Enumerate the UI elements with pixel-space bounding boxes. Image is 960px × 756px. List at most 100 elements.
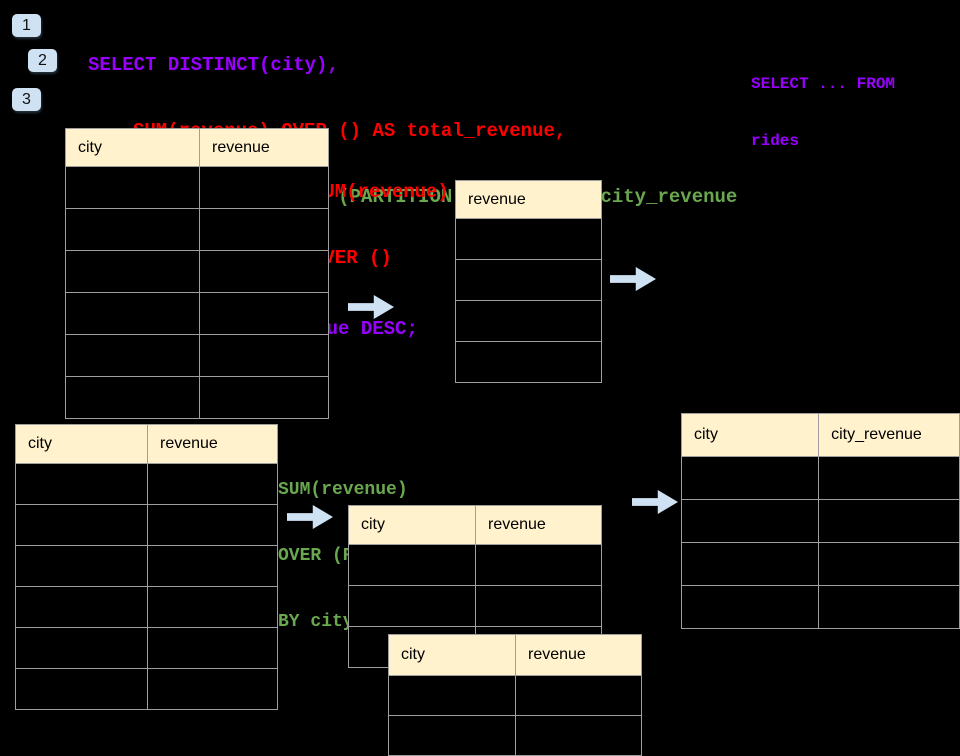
empty-cell: [818, 499, 960, 543]
step-badge-3-label: 3: [22, 90, 31, 108]
empty-cell: [15, 545, 148, 587]
table-row: [15, 586, 278, 628]
table-row: [15, 545, 278, 587]
empty-cell: [15, 627, 148, 669]
empty-cell: [15, 463, 148, 505]
empty-cell: [15, 586, 148, 628]
step-badge-2-label: 2: [38, 51, 47, 69]
empty-cell: [680, 585, 820, 629]
empty-cell: [199, 334, 329, 377]
empty-cell: [199, 250, 329, 293]
annotation-total-line1: SUM(revenue): [312, 181, 449, 203]
sql-line-select: SELECT DISTINCT(city),: [88, 54, 339, 76]
empty-cell: [15, 668, 148, 710]
empty-cell: [475, 544, 602, 586]
table-row: [348, 585, 602, 627]
table-partition-back: city revenue: [388, 634, 642, 756]
table-row: [15, 504, 278, 546]
empty-cell: [818, 542, 960, 586]
table-row: [455, 218, 602, 260]
empty-cell: [515, 675, 642, 716]
empty-cell: [147, 545, 278, 587]
table-header-row: city city_revenue: [680, 413, 960, 457]
table-row: [65, 292, 329, 335]
empty-cell: [680, 456, 820, 500]
table-row: [455, 341, 602, 383]
table-row: [65, 334, 329, 377]
table-row: [348, 544, 602, 586]
empty-cell: [515, 715, 642, 756]
table-row: [15, 627, 278, 669]
empty-cell: [818, 456, 960, 500]
table-header-row: city revenue: [348, 505, 602, 545]
empty-cell: [199, 208, 329, 251]
table-result: city city_revenue: [680, 413, 960, 629]
side-note-line2: rides: [751, 132, 800, 150]
table-row: [388, 715, 642, 756]
table-header-row: revenue: [455, 180, 602, 219]
side-note: SELECT ... FROM rides: [751, 37, 895, 170]
empty-cell: [388, 715, 516, 756]
column-header-city-revenue: city_revenue: [818, 413, 960, 457]
column-header-revenue: revenue: [199, 128, 329, 167]
table-source-bottom: city revenue: [15, 424, 278, 710]
column-header-city: city: [65, 128, 200, 167]
table-row: [65, 208, 329, 251]
column-header-city: city: [348, 505, 476, 545]
column-header-revenue: revenue: [147, 424, 278, 464]
empty-cell: [199, 292, 329, 335]
table-header-row: city revenue: [15, 424, 278, 464]
column-header-city: city: [680, 413, 820, 457]
side-note-line1: SELECT ... FROM: [751, 75, 896, 93]
step-badge-1-label: 1: [22, 16, 31, 34]
column-header-revenue: revenue: [455, 180, 602, 219]
table-header-row: city revenue: [388, 634, 642, 676]
table-total-revenue: revenue: [455, 180, 602, 383]
column-header-revenue: revenue: [515, 634, 642, 676]
empty-cell: [348, 544, 476, 586]
table-row: [65, 376, 329, 419]
table-row: [680, 542, 960, 586]
annotation-total-revenue: SUM(revenue) OVER (): [312, 137, 449, 291]
empty-cell: [15, 504, 148, 546]
empty-cell: [388, 675, 516, 716]
empty-cell: [199, 166, 329, 209]
table-row: [65, 250, 329, 293]
empty-cell: [65, 208, 200, 251]
empty-cell: [147, 627, 278, 669]
arrow-right-icon: [632, 490, 678, 514]
column-header-city: city: [388, 634, 516, 676]
empty-cell: [147, 463, 278, 505]
empty-cell: [455, 259, 602, 301]
step-badge-2: 2: [28, 49, 57, 72]
empty-cell: [147, 668, 278, 710]
annotation-total-line2: OVER (): [312, 247, 392, 269]
table-row: [15, 463, 278, 505]
empty-cell: [475, 585, 602, 627]
empty-cell: [455, 218, 602, 260]
empty-cell: [680, 542, 820, 586]
empty-cell: [65, 334, 200, 377]
empty-cell: [65, 376, 200, 419]
annotation-partition-line1: SUM(revenue): [278, 480, 408, 500]
empty-cell: [65, 166, 200, 209]
table-row: [15, 668, 278, 710]
empty-cell: [199, 376, 329, 419]
empty-cell: [348, 585, 476, 627]
column-header-revenue: revenue: [475, 505, 602, 545]
table-row: [680, 585, 960, 629]
table-source-top: city revenue: [65, 128, 329, 419]
step-badge-3: 3: [12, 88, 41, 111]
column-header-city: city: [15, 424, 148, 464]
empty-cell: [455, 341, 602, 383]
table-row: [455, 259, 602, 301]
table-row: [388, 675, 642, 716]
empty-cell: [65, 292, 200, 335]
step-badge-1: 1: [12, 14, 41, 37]
empty-cell: [680, 499, 820, 543]
table-row: [65, 166, 329, 209]
empty-cell: [455, 300, 602, 342]
empty-cell: [147, 586, 278, 628]
empty-cell: [147, 504, 278, 546]
table-row: [455, 300, 602, 342]
